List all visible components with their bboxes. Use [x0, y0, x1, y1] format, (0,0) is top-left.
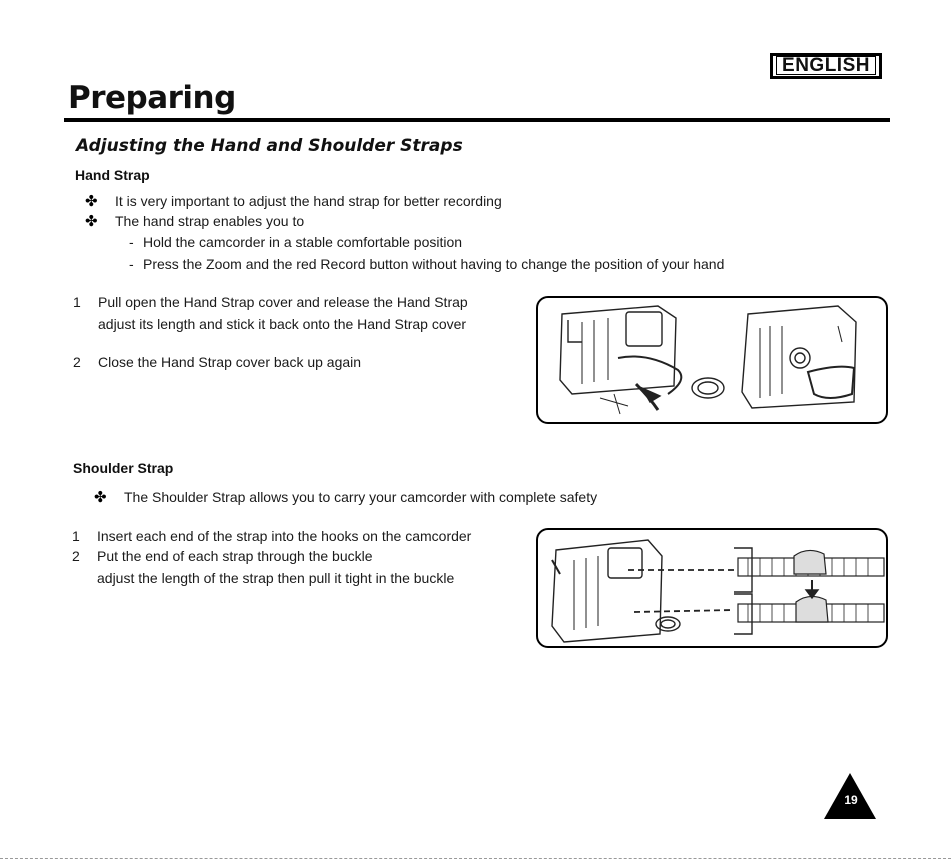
shoulder-strap-step-continuation: adjust the length of the strap then pull…: [97, 570, 455, 586]
shoulder-strap-bullet: ✤The Shoulder Strap allows you to carry …: [94, 489, 598, 506]
step-number: 1: [72, 528, 80, 544]
hand-strap-bullet: ✤It is very important to adjust the hand…: [85, 193, 502, 210]
hand-strap-illustration: [536, 296, 888, 424]
camcorder-hand-strap-drawing: [559, 305, 857, 415]
hand-strap-step-continuation: adjust its length and stick it back onto…: [98, 316, 467, 332]
step-number: 2: [73, 354, 81, 370]
dash-icon: -: [129, 256, 134, 272]
bottom-divider: [0, 858, 951, 859]
page-number: 19: [844, 793, 858, 807]
page-title: Preparing: [68, 80, 236, 116]
hand-strap-heading: Hand Strap: [75, 167, 150, 183]
section-title: Adjusting the Hand and Shoulder Straps: [76, 136, 463, 156]
bullet-icon: ✤: [85, 193, 98, 210]
hand-strap-sub-item: -Hold the camcorder in a stable comforta…: [129, 234, 463, 250]
language-badge-label: ENGLISH: [776, 56, 876, 75]
camcorder-shoulder-strap-drawing: [551, 539, 885, 643]
hand-strap-bullet: ✤The hand strap enables you to: [85, 213, 305, 230]
title-rule: [64, 118, 890, 122]
shoulder-strap-heading: Shoulder Strap: [73, 460, 174, 476]
step-number: 2: [72, 548, 80, 564]
page-number-triangle-icon: [824, 773, 876, 819]
language-badge: ENGLISH: [770, 53, 882, 79]
hand-strap-sub-item: -Press the Zoom and the red Record butto…: [129, 256, 725, 272]
bullet-icon: ✤: [94, 489, 107, 506]
shoulder-strap-illustration: [536, 528, 888, 648]
bullet-icon: ✤: [85, 213, 98, 230]
dash-icon: -: [129, 234, 134, 250]
step-number: 1: [73, 294, 81, 310]
